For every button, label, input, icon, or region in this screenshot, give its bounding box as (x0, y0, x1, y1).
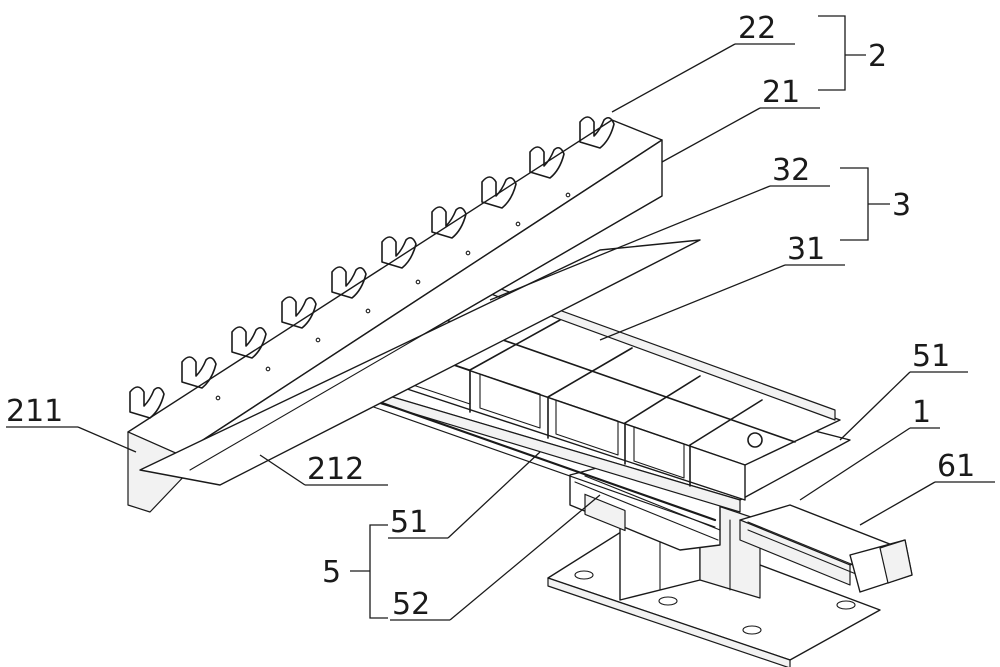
label-5: 5 (322, 555, 341, 590)
label-21: 21 (762, 75, 800, 110)
label-31: 31 (787, 232, 825, 267)
label-212: 212 (307, 452, 364, 487)
label-3: 3 (892, 188, 911, 223)
label-211: 211 (6, 394, 63, 429)
label-32: 32 (772, 153, 810, 188)
label-22: 22 (738, 11, 776, 46)
label-52: 52 (392, 587, 430, 622)
label-61: 61 (937, 449, 975, 484)
label-2: 2 (868, 39, 887, 74)
label-1: 1 (912, 395, 931, 430)
label-51-right: 51 (912, 339, 950, 374)
label-51-left: 51 (390, 505, 428, 540)
